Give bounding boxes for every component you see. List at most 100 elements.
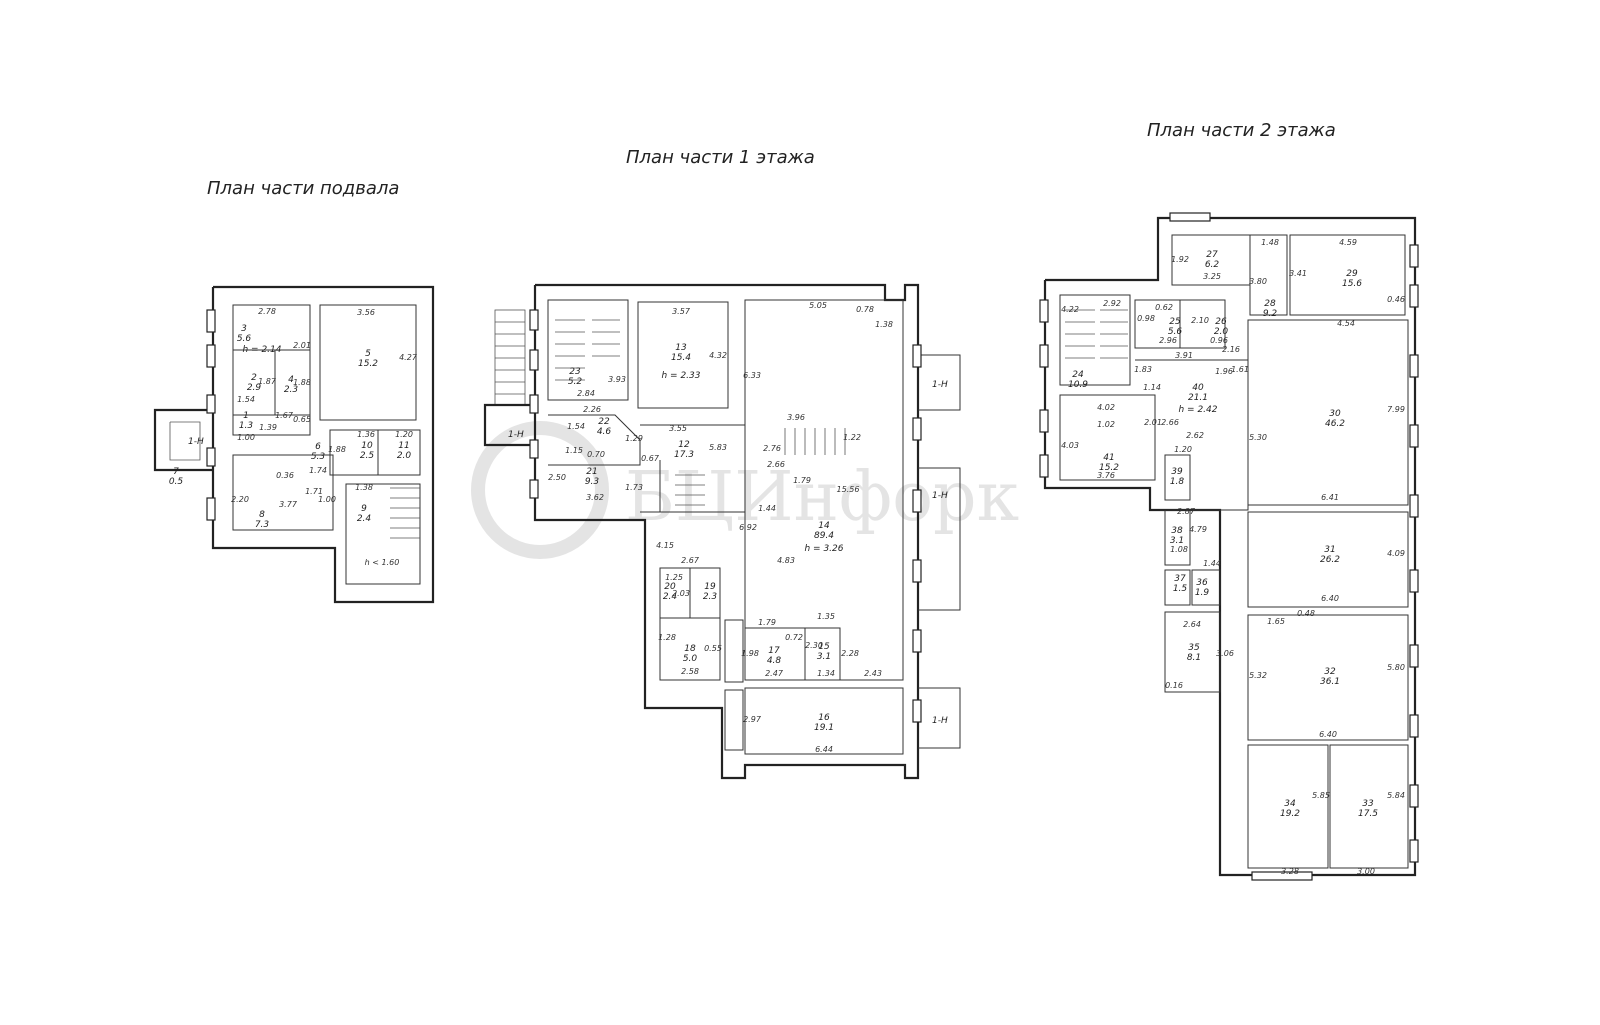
svg-text:1.35: 1.35 [817, 612, 835, 621]
svg-text:2.01: 2.01 [293, 341, 311, 350]
svg-text:9.3: 9.3 [585, 477, 600, 487]
svg-text:1.79: 1.79 [793, 476, 811, 485]
svg-text:4.27: 4.27 [399, 353, 418, 362]
basement-room-5: 5 15.2 [358, 349, 378, 369]
svg-text:2.4: 2.4 [357, 514, 372, 524]
svg-text:1.20: 1.20 [1174, 445, 1192, 454]
svg-text:2.67: 2.67 [681, 556, 700, 565]
svg-text:21.1: 21.1 [1188, 393, 1208, 403]
svg-text:1.14: 1.14 [1143, 383, 1161, 392]
svg-text:2.92: 2.92 [1103, 299, 1121, 308]
svg-text:0.70: 0.70 [587, 450, 605, 459]
svg-text:1.28: 1.28 [658, 633, 676, 642]
svg-text:2.0: 2.0 [1214, 327, 1229, 337]
svg-text:15.56: 15.56 [837, 485, 860, 494]
svg-text:1.25: 1.25 [665, 573, 683, 582]
svg-text:h < 1.60: h < 1.60 [365, 558, 400, 567]
svg-text:2: 2 [251, 373, 257, 383]
svg-text:2.64: 2.64 [1183, 620, 1201, 629]
svg-text:5.05: 5.05 [809, 301, 827, 310]
svg-text:2.28: 2.28 [841, 649, 859, 658]
svg-text:5.30: 5.30 [1249, 433, 1267, 442]
floor2-room-39: 39 1.8 [1170, 467, 1185, 487]
svg-text:17.5: 17.5 [1358, 809, 1378, 819]
svg-text:4.83: 4.83 [777, 556, 795, 565]
floor2-room-36: 36 1.9 [1195, 578, 1210, 598]
floor1-title: План части 1 этажа [626, 147, 815, 168]
svg-text:1.29: 1.29 [625, 434, 643, 443]
svg-text:3.25: 3.25 [1203, 272, 1221, 281]
svg-text:0.78: 0.78 [856, 305, 874, 314]
svg-text:0.55: 0.55 [704, 644, 722, 653]
svg-text:1.38: 1.38 [355, 483, 373, 492]
floor1-room-20: 20 2.4 [663, 582, 678, 602]
svg-text:2.58: 2.58 [681, 667, 699, 676]
floor2-room-28: 28 9.2 [1263, 299, 1278, 319]
floor1-dimensions: 3.57 4.32 5.05 0.78 1.38 6.33 2.84 3.93 … [548, 301, 893, 754]
svg-text:0.48: 0.48 [1297, 609, 1315, 618]
svg-text:1.83: 1.83 [1134, 365, 1152, 374]
svg-text:6.92: 6.92 [739, 523, 757, 532]
svg-text:3.80: 3.80 [1249, 277, 1267, 286]
svg-text:17: 17 [768, 646, 780, 656]
svg-text:4: 4 [288, 375, 294, 385]
floor1-stairs-1 [555, 319, 620, 381]
floor2-room-29: 29 15.6 [1342, 269, 1362, 289]
svg-text:3.1: 3.1 [1170, 536, 1184, 546]
svg-text:5.6: 5.6 [237, 334, 252, 344]
basement-room-1: 1 1.3 [239, 411, 254, 431]
svg-text:13: 13 [675, 343, 687, 353]
basement-room-11: 11 2.0 [397, 441, 412, 461]
svg-text:27: 27 [1206, 250, 1218, 260]
svg-text:1.87: 1.87 [258, 377, 277, 386]
svg-text:29: 29 [1346, 269, 1358, 279]
floor1-outer-stairs [494, 309, 526, 406]
svg-text:6.41: 6.41 [1321, 493, 1339, 502]
floor1-exit-label-west: 1-Н [508, 430, 524, 440]
svg-text:1.88: 1.88 [328, 445, 346, 454]
svg-text:0.65: 0.65 [293, 415, 311, 424]
svg-text:40: 40 [1192, 383, 1204, 393]
svg-text:2.84: 2.84 [577, 389, 595, 398]
svg-text:2.0: 2.0 [397, 451, 412, 461]
floor1-plan: 1-Н 1-Н 1-Н 1-Н 23 5.2 13 15.4 h = 2.33 … [483, 283, 961, 780]
floor2-room-25: 25 5.6 [1168, 317, 1183, 337]
svg-text:1.15: 1.15 [565, 446, 583, 455]
svg-text:0.72: 0.72 [785, 633, 803, 642]
svg-text:1.73: 1.73 [625, 483, 643, 492]
svg-text:19: 19 [704, 582, 716, 592]
floor1-room-12: 12 17.3 [674, 440, 694, 460]
svg-text:1.38: 1.38 [875, 320, 893, 329]
svg-text:1.08: 1.08 [1170, 545, 1188, 554]
svg-text:0.36: 0.36 [276, 471, 294, 480]
svg-text:5.32: 5.32 [1249, 671, 1267, 680]
svg-text:6.2: 6.2 [1205, 260, 1220, 270]
svg-text:4.79: 4.79 [1189, 525, 1207, 534]
svg-text:22: 22 [598, 417, 610, 427]
floor2-dimensions: 1.92 3.25 1.48 3.80 4.59 3.41 0.46 4.54 … [1061, 238, 1405, 876]
svg-text:2.97: 2.97 [743, 715, 762, 724]
svg-text:15.4: 15.4 [671, 353, 691, 363]
svg-text:12: 12 [678, 440, 690, 450]
basement-room-7: 7 0.5 [169, 467, 184, 487]
svg-text:41: 41 [1103, 453, 1114, 463]
svg-text:6.40: 6.40 [1319, 730, 1337, 739]
svg-text:15.2: 15.2 [358, 359, 378, 369]
floor1-exit-label-east-3: 1-Н [932, 716, 948, 726]
svg-text:1.79: 1.79 [758, 618, 776, 627]
svg-text:1.00: 1.00 [237, 433, 255, 442]
svg-text:6: 6 [315, 442, 321, 452]
svg-text:15.2: 15.2 [1099, 463, 1119, 473]
svg-text:1.96: 1.96 [1215, 367, 1233, 376]
svg-text:10: 10 [361, 441, 373, 451]
svg-text:26.2: 26.2 [1320, 555, 1340, 565]
svg-text:1.65: 1.65 [1267, 617, 1285, 626]
svg-text:2.47: 2.47 [765, 669, 784, 678]
floor1-room-16: 16 19.1 [814, 713, 834, 733]
svg-text:2.50: 2.50 [548, 473, 566, 482]
svg-text:2.9: 2.9 [247, 383, 262, 393]
floor1-room-17: 17 4.8 [767, 646, 782, 666]
svg-text:4.03: 4.03 [1061, 441, 1079, 450]
svg-text:3.93: 3.93 [608, 375, 626, 384]
